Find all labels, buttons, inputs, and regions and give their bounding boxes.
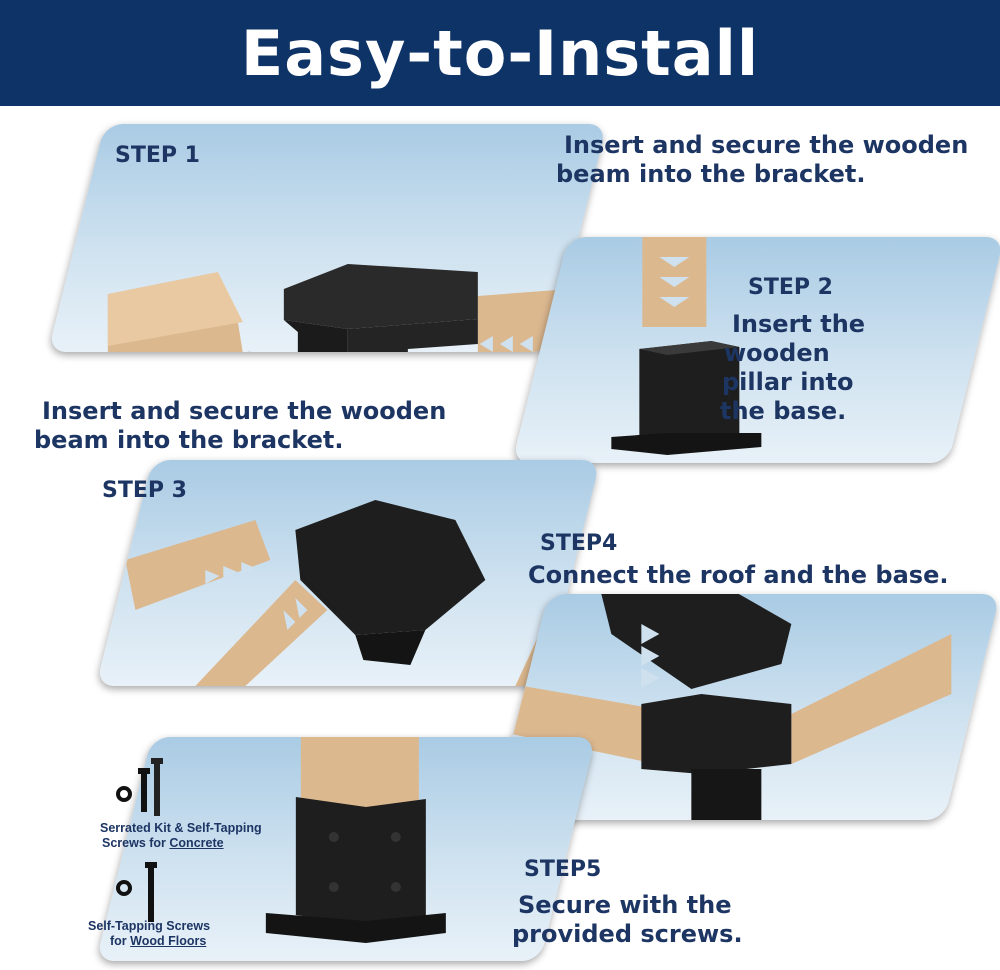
concrete-screw-caption-line2: Screws for Concrete [102,836,224,851]
step3-illustration [125,500,596,686]
wood-screw-caption-prefix: for [110,934,131,948]
step4-panel [492,594,1000,820]
concrete-screw-icon [116,758,163,816]
step5-text-line1: Secure with the [518,891,732,919]
step1-label: STEP 1 [115,143,200,168]
step2-label: STEP 2 [748,275,833,300]
concrete-screw-caption-prefix: Screws for [102,836,170,850]
header-banner: Easy-to-Install [0,0,1000,106]
step3-panel [96,460,601,686]
step5-text-line2: provided screws. [512,920,743,948]
step2-illustration [611,237,762,455]
concrete-link-text: Concrete [169,836,224,850]
step5-label: STEP5 [524,857,602,882]
step2-panel [512,237,1000,463]
step4-text-line1: Connect the roof and the base. [528,561,949,589]
wood-screw-icon [116,862,157,922]
step1-text-line2: beam into the bracket. [556,160,866,188]
step3-text-line2: beam into the bracket. [34,426,344,454]
wood-screw-caption-line2: for Wood Floors [110,934,206,949]
step2-text-line3: pillar into [722,368,854,396]
wood-floors-link-text: Wood Floors [130,934,207,948]
step2-text-line4: the base. [720,397,847,425]
step5-panel [96,737,596,961]
step1-text-line1: Insert and secure the wooden [564,131,969,159]
wood-screw-caption-line1: Self-Tapping Screws [88,919,211,933]
step4-illustration [511,594,952,820]
page-title: Easy-to-Install [240,16,760,90]
step2-text-line2: wooden [724,339,830,367]
step2-text-line1: Insert the [732,310,866,338]
step3-text-line1: Insert and secure the wooden [42,397,447,425]
step4-label: STEP4 [540,531,618,556]
concrete-screw-caption-line1: Serrated Kit & Self-Tapping [100,821,262,835]
step3-label: STEP 3 [102,478,187,503]
step5-illustration [265,737,446,943]
